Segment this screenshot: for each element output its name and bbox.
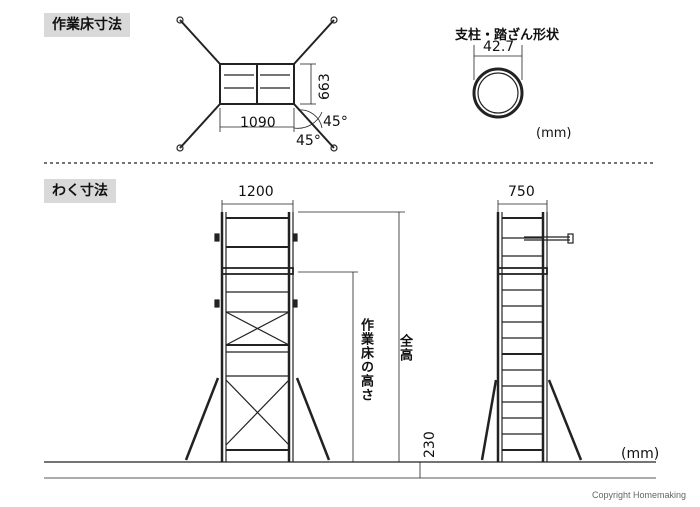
section-title-floor: 作業床寸法 [44,13,130,37]
copyright-text: Copyright Homemaking [592,490,687,500]
pipe-diameter-label: 42.7 [483,39,515,55]
pipe-title: 支柱・踏ざん形状 [455,28,560,43]
floor-height-label: 作業床の高さ [358,318,373,402]
floor-plan-view [176,16,338,152]
front-width-label: 1200 [238,184,274,200]
total-height-label: 全高 [397,334,412,362]
side-unit-label: (mm) [621,446,660,462]
plan-width-label: 1090 [240,115,276,131]
plan-angle-b-label: 45° [296,133,321,149]
plan-angle-a-label: 45° [323,114,348,130]
plan-depth-label: 663 [317,73,333,100]
side-elevation-view [480,200,583,462]
side-width-label: 750 [508,184,535,200]
base-height-label: 230 [422,431,438,458]
pipe-section-view [472,45,524,119]
front-elevation-view [184,200,421,478]
pipe-unit-label: (mm) [536,126,572,141]
section-title-frame: わく寸法 [44,179,116,203]
